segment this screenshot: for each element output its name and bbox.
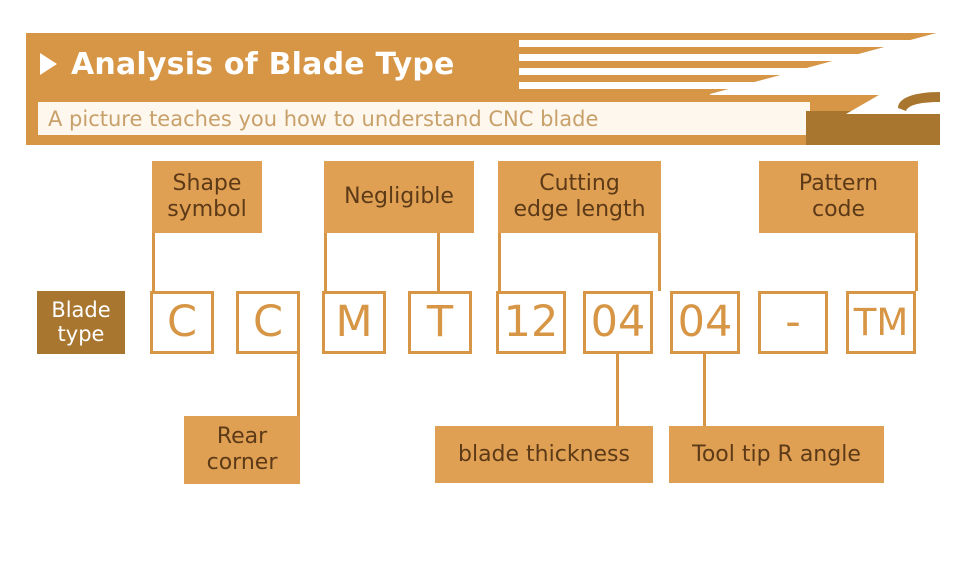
connector-negligible-right [437,233,440,291]
code-box-7[interactable]: 04 [670,291,740,354]
connector-rear-corner [297,354,300,416]
label-line-1: Pattern [798,171,879,197]
label-line-1: Rear [216,424,268,450]
label-line-2: corner [206,450,278,475]
label-line-1: Cutting [539,171,620,197]
label-line-2: code [811,197,866,222]
code-box-1[interactable]: C [150,291,214,354]
connector-shape-symbol [152,233,155,291]
code-box-value: - [785,297,801,347]
stripe-line [519,68,875,75]
stripe-line [519,82,831,89]
code-box-9[interactable]: TM [846,291,916,354]
code-box-6[interactable]: 04 [583,291,653,354]
code-box-value: T [426,297,454,347]
numeral-swoosh-shape [846,84,940,114]
label-negligible: Negligible [324,161,474,233]
header-dark-block [806,111,940,145]
code-box-4[interactable]: T [408,291,472,354]
label-line-1: blade thickness [458,441,630,467]
subtitle-plate: A picture teaches you how to understand … [38,102,810,135]
code-box-value: M [335,297,373,347]
code-box-value: 04 [590,297,646,347]
code-box-value: 12 [503,297,559,347]
code-box-2[interactable]: C [236,291,300,354]
code-box-value: 04 [677,297,733,347]
connector-tool-tip-r-angle [703,354,706,426]
label-line-1: Shape [172,171,242,197]
label-line-1: Tool tip R angle [692,441,861,467]
code-box-5[interactable]: 12 [496,291,566,354]
label-rear-corner: Rear corner [184,416,300,484]
label-tool-tip-r-angle: Tool tip R angle [669,426,884,483]
label-line-2: edge length [513,197,646,222]
page-title: Analysis of Blade Type [71,46,455,82]
stylized-numeral-icon [836,84,940,114]
code-box-value: TM [853,301,909,344]
blade-type-box: Blade type [37,291,125,354]
connector-negligible-left [324,233,327,291]
subtitle-text: A picture teaches you how to understand … [48,106,599,131]
label-shape-symbol: Shape symbol [152,161,262,233]
label-cutting-edge-length: Cutting edge length [498,161,661,233]
subtitle-bar: A picture teaches you how to understand … [26,95,940,145]
blade-type-line-1: Blade [51,297,111,322]
play-triangle-icon [40,53,57,75]
label-line-2: symbol [167,197,247,222]
title-bar: Analysis of Blade Type [26,33,494,95]
label-line-1: Negligible [344,184,454,210]
code-box-value: C [166,297,198,347]
label-pattern-code: Pattern code [759,161,918,233]
code-box-8[interactable]: - [758,291,828,354]
code-box-3[interactable]: M [322,291,386,354]
blade-type-line-2: type [57,321,105,346]
connector-cutting-left [498,233,501,291]
label-blade-thickness: blade thickness [435,426,653,483]
connector-cutting-right [658,233,661,291]
connector-blade-thickness [616,354,619,426]
connector-pattern-code [915,233,918,291]
code-box-value: C [252,297,284,347]
header-banner: Analysis of Blade Type A picture teaches… [26,33,940,145]
header-stripe-decoration [494,33,940,95]
